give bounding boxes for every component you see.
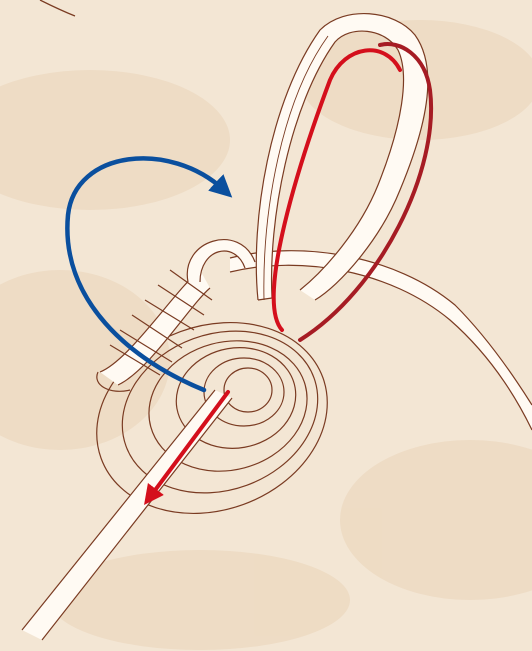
knot-diagram — [0, 0, 532, 651]
knot-illustration — [0, 0, 532, 651]
